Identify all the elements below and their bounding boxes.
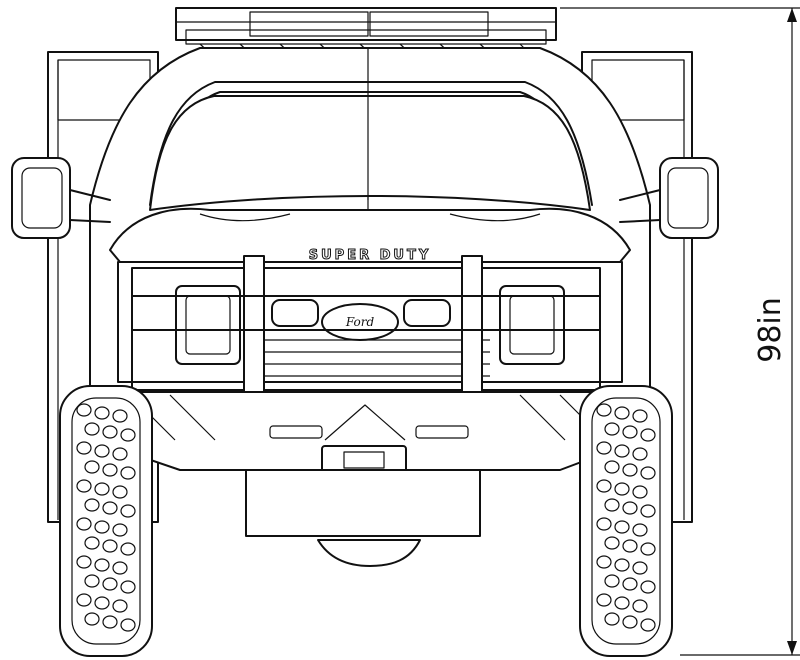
tread-block	[622, 615, 638, 629]
tread-block	[604, 422, 620, 436]
tread-block	[640, 542, 656, 556]
tread-block	[112, 599, 128, 613]
tread-block	[112, 447, 128, 461]
side-mirror-right	[619, 157, 719, 239]
tread-block	[596, 517, 612, 531]
tread-block	[632, 561, 648, 575]
tread-block	[614, 482, 630, 496]
tread-block	[102, 425, 118, 439]
tread-block	[640, 618, 656, 632]
tread-block	[94, 444, 110, 458]
tread-block	[604, 536, 620, 550]
tread-block	[84, 536, 100, 550]
tread-block	[102, 501, 118, 515]
tread-block	[112, 485, 128, 499]
tread-block	[120, 618, 136, 632]
tread-block	[94, 482, 110, 496]
tread-block	[596, 403, 612, 417]
tread-block	[112, 409, 128, 423]
tread-block	[632, 485, 648, 499]
height-dimension: 98in	[560, 7, 800, 656]
tread-block	[596, 593, 612, 607]
tread-block	[622, 539, 638, 553]
tread-block	[76, 479, 92, 493]
tread-block	[632, 523, 648, 537]
tread-block	[604, 460, 620, 474]
ford-emblem-text: Ford	[345, 315, 375, 329]
tread-block	[120, 580, 136, 594]
tread-block	[596, 479, 612, 493]
tread-block	[622, 425, 638, 439]
tread-block	[112, 523, 128, 537]
tread-block	[120, 428, 136, 442]
tire-tread-pattern	[76, 403, 656, 632]
tread-block	[604, 498, 620, 512]
tread-block	[604, 612, 620, 626]
tread-block	[596, 555, 612, 569]
tread-block	[112, 561, 128, 575]
tread-block	[76, 555, 92, 569]
tread-block	[102, 463, 118, 477]
tread-block	[622, 501, 638, 515]
tread-block	[614, 596, 630, 610]
headlight-right	[499, 285, 565, 365]
tread-block	[632, 447, 648, 461]
headlight-left	[175, 285, 241, 365]
tread-block	[622, 463, 638, 477]
tread-block	[94, 520, 110, 534]
tread-block	[84, 612, 100, 626]
tread-block	[76, 403, 92, 417]
tread-block	[640, 580, 656, 594]
tread-block	[120, 542, 136, 556]
tread-block	[94, 406, 110, 420]
tread-block	[120, 466, 136, 480]
tread-block	[94, 558, 110, 572]
tread-block	[76, 441, 92, 455]
tread-block	[614, 406, 630, 420]
tread-block	[84, 574, 100, 588]
front-bumper	[91, 391, 641, 567]
tread-block	[102, 539, 118, 553]
tread-block	[120, 504, 136, 518]
tread-block	[614, 558, 630, 572]
tread-block	[94, 596, 110, 610]
hood	[109, 207, 631, 263]
tread-block	[614, 444, 630, 458]
tread-block	[84, 422, 100, 436]
tread-block	[640, 428, 656, 442]
height-dimension-label: 98in	[753, 297, 788, 363]
tread-block	[604, 574, 620, 588]
tread-block	[614, 520, 630, 534]
tread-block	[640, 504, 656, 518]
tread-block	[84, 498, 100, 512]
tread-block	[632, 409, 648, 423]
super-duty-badge: SUPER DUTY	[309, 248, 432, 263]
tread-block	[102, 577, 118, 591]
tread-block	[640, 466, 656, 480]
grille-assembly: SUPER DUTY Ford	[117, 248, 623, 383]
tread-block	[622, 577, 638, 591]
tread-block	[596, 441, 612, 455]
tread-block	[84, 460, 100, 474]
tread-block	[76, 517, 92, 531]
tread-block	[102, 615, 118, 629]
tread-block	[76, 593, 92, 607]
side-mirror-left	[11, 157, 111, 239]
tread-block	[632, 599, 648, 613]
